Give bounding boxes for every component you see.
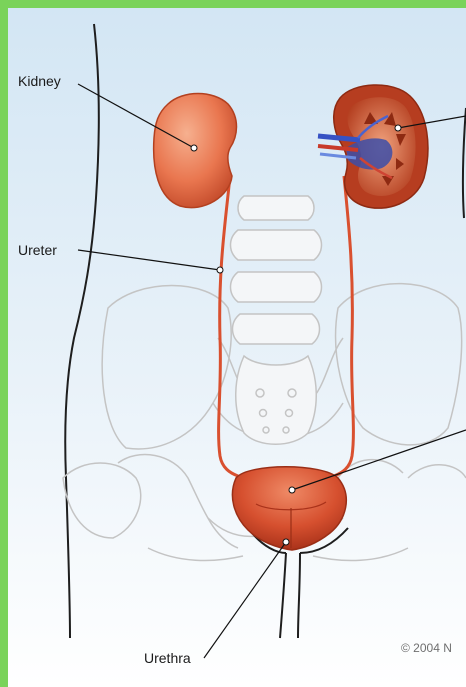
diagram-frame: Kidney Ureter Urethra © 2004 N — [8, 8, 466, 687]
kidney-label: Kidney — [18, 73, 61, 89]
spine — [231, 196, 322, 444]
copyright-text: © 2004 N — [401, 641, 452, 655]
ureter-label: Ureter — [18, 242, 57, 258]
urinary-system-illustration — [8, 8, 466, 687]
urethra-label: Urethra — [144, 650, 191, 666]
